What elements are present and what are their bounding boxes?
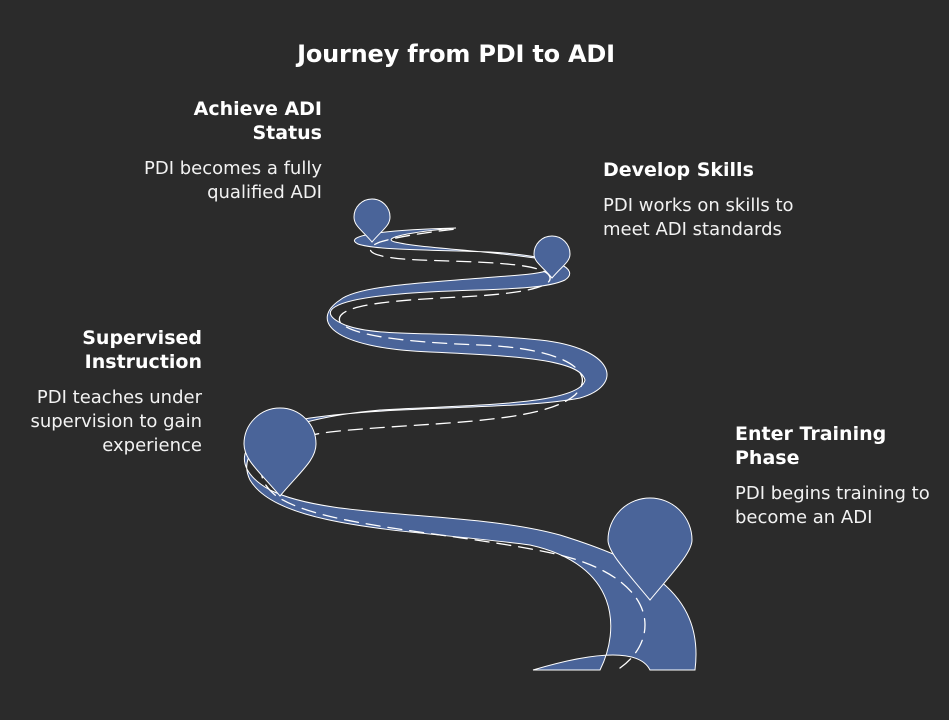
- road-centerline: [260, 228, 646, 669]
- stage-title: Supervised Instruction: [82, 327, 202, 373]
- stage-description: PDI begins training to become an ADI: [735, 483, 930, 528]
- stage-title: Achieve ADI Status: [193, 98, 322, 144]
- stage-develop-skills: Develop Skills PDI works on skills to me…: [603, 158, 803, 242]
- map-pin-icon-supervised: [243, 407, 317, 497]
- stage-description: PDI teaches under supervision to gain ex…: [30, 387, 202, 456]
- stage-title: Enter Training Phase: [735, 423, 887, 469]
- map-pin-icon-enter: [607, 497, 693, 601]
- stage-enter-training-phase: Enter Training Phase PDI begins training…: [735, 422, 935, 530]
- road-body: [243, 227, 697, 671]
- map-pin-icon-achieve: [353, 198, 391, 243]
- stage-supervised-instruction: Supervised Instruction PDI teaches under…: [2, 326, 202, 458]
- map-pin-icon-develop: [533, 235, 571, 279]
- diagram-title: Journey from PDI to ADI: [297, 40, 615, 68]
- stage-description: PDI works on skills to meet ADI standard…: [603, 195, 794, 240]
- stage-description: PDI becomes a fully qualified ADI: [143, 158, 322, 203]
- stage-achieve-adi-status: Achieve ADI Status PDI becomes a fully q…: [122, 97, 322, 205]
- stage-title: Develop Skills: [603, 159, 754, 181]
